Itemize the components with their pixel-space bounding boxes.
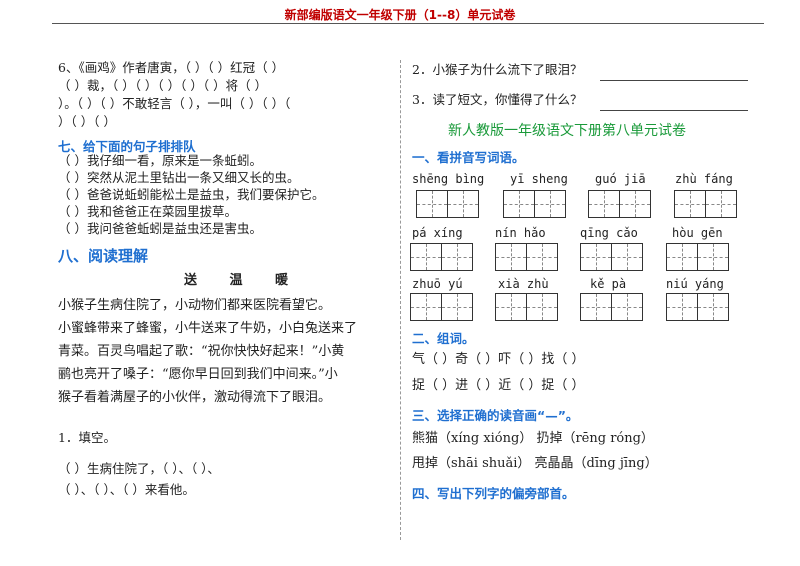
writing-grid[interactable] <box>666 293 729 321</box>
section-2-title: 二、组词。 <box>412 331 475 346</box>
story-line: 青菜。百灵鸟唱起了歌：“祝你快快好起来！”小黄 <box>58 344 345 359</box>
writing-grid[interactable] <box>410 293 473 321</box>
sentence-item: （ ）我仔细一看，原来是一条蚯蚓。 <box>58 153 262 168</box>
pinyin-label: kě pà <box>590 277 627 291</box>
q6-line-2: （ ）裁，（ ）（ ）（ ）（ ）（ ）将（ ） <box>58 78 268 93</box>
pinyin-label: pá xíng <box>412 226 463 240</box>
pronunciation-line-2: 甩掉（shāi shuǎi） 亮晶晶（dīng jīng） <box>412 456 658 471</box>
page-header: 新部编版语文一年级下册（1--8）单元试卷 <box>284 8 516 22</box>
section-3-title: 三、选择正确的读音画“—”。 <box>412 408 579 423</box>
pinyin-label: shēng bìng <box>412 172 485 186</box>
pronunciation-line-1: 熊猫（xíng xióng） 扔掉（rēng róng） <box>412 431 654 446</box>
story-line: 猴子看着满屋子的小伙伴，激动得流下了眼泪。 <box>58 390 332 405</box>
pinyin-label: qīng cǎo <box>580 226 638 240</box>
sentence-item: （ ）爸爸说蚯蚓能松土是益虫，我们要保护它。 <box>58 187 325 202</box>
section-4-title: 四、写出下列字的偏旁部首。 <box>412 486 575 501</box>
unit-title: 新人教版一年级语文下册第八单元试卷 <box>448 123 686 139</box>
pinyin-label: yī sheng <box>510 172 568 186</box>
writing-grid[interactable] <box>503 190 566 218</box>
sentence-item: （ ）突然从泥土里钻出一条又细又长的虫。 <box>58 170 300 185</box>
question-2: 2．小猴子为什么流下了眼泪？ <box>412 62 583 77</box>
fill-line-2: （ ）、（ ）、（ ）来看他。 <box>58 482 195 497</box>
pinyin-label: zhuō yú <box>412 277 463 291</box>
pinyin-label: nín hǎo <box>495 226 546 240</box>
question-1: 1．填空。 <box>58 430 116 445</box>
column-divider <box>400 60 401 540</box>
answer-line <box>600 110 748 111</box>
fill-line-1: （ ）生病住院了，（ ）、（ ）、 <box>58 461 220 476</box>
writing-grid[interactable] <box>580 293 643 321</box>
header-rule <box>52 23 764 24</box>
pinyin-label: xià zhù <box>498 277 549 291</box>
q6-line-1: 6、《画鸡》作者唐寅，（ ）（ ）红冠（ ） <box>58 60 285 75</box>
story-line: 小猴子生病住院了，小动物们都来医院看望它。 <box>58 298 332 313</box>
writing-grid[interactable] <box>495 243 558 271</box>
q6-line-4: ）（ ）（ ） <box>58 114 116 129</box>
answer-line <box>600 80 748 81</box>
section-8-title: 八、阅读理解 <box>58 247 149 265</box>
sentence-item: （ ）我和爸爸正在菜园里拔草。 <box>58 204 237 219</box>
section-7-title: 七、给下面的句子排排队 <box>58 139 196 154</box>
writing-grid[interactable] <box>588 190 651 218</box>
word-group-line-2: 捉（ ）进（ ）近（ ）捉（ ） <box>412 378 585 393</box>
pinyin-label: zhù fáng <box>675 172 733 186</box>
story-line: 鹂也亮开了嗓子：“愿你早日回到我们中间来。”小 <box>58 367 338 382</box>
pinyin-label: hòu gēn <box>672 226 723 240</box>
q6-line-3: ）。（ ）（ ）不敢轻言（ ），一叫（ ）（ ）（ <box>58 96 291 111</box>
writing-grid[interactable] <box>674 190 737 218</box>
writing-grid[interactable] <box>666 243 729 271</box>
writing-grid[interactable] <box>580 243 643 271</box>
sentence-item: （ ）我问爸爸蚯蚓是益虫还是害虫。 <box>58 221 262 236</box>
pinyin-label: guó jiā <box>595 172 646 186</box>
pinyin-label: niú yáng <box>666 277 724 291</box>
story-line: 小蜜蜂带来了蜂蜜，小牛送来了牛奶，小白兔送来了 <box>58 321 358 336</box>
writing-grid[interactable] <box>416 190 479 218</box>
writing-grid[interactable] <box>410 243 473 271</box>
story-title: 送 温 暖 <box>184 273 303 288</box>
question-3: 3．读了短文，你懂得了什么？ <box>412 92 583 107</box>
writing-grid[interactable] <box>495 293 558 321</box>
word-group-line-1: 气（ ）奇（ ）吓（ ）找（ ） <box>412 352 585 367</box>
section-1-title: 一、看拼音写词语。 <box>412 150 525 165</box>
